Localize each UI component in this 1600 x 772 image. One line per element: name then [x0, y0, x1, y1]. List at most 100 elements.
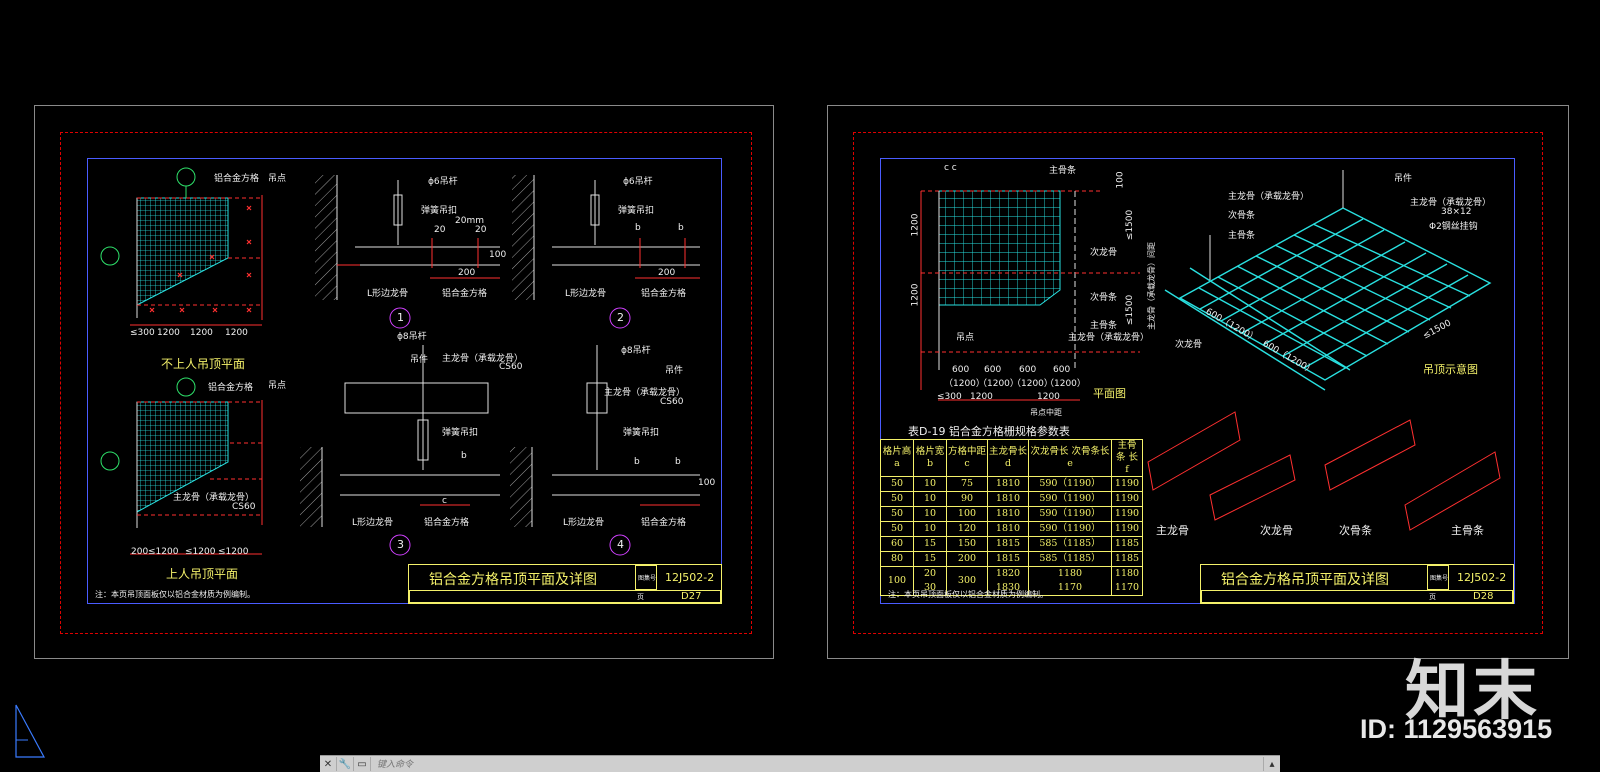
label-spring-clip-3: 弹簧吊扣 — [442, 428, 479, 438]
left-sheet-print-area — [60, 132, 752, 634]
right-title: 铝合金方格吊顶平面及详图 — [1221, 572, 1389, 588]
label-spring-clip-4: 弹簧吊扣 — [623, 428, 660, 438]
label-grid-3: 铝合金方格 — [424, 518, 470, 528]
label-secondary-strip-iso: 次骨条 — [1228, 211, 1256, 221]
dim-1200p-d: （1200） — [1045, 379, 1086, 389]
detail-number-3: 3 — [397, 538, 404, 551]
label-main-keel-3: 主龙骨（承载龙骨） — [442, 354, 524, 364]
dim-1500-b: ≤1500 — [1125, 294, 1136, 326]
dim-le1200-b: ≤1200 — [185, 547, 216, 557]
label-main-keel-plan2: 主龙骨（承载龙骨） — [173, 493, 255, 503]
left-note: 注：本页吊顶面板仅以铝合金材质为例编制。 — [95, 590, 255, 599]
command-bar: ✕ 🔧 ▭ ▴ — [320, 755, 1280, 772]
dim-c-3: c — [442, 496, 447, 506]
label-main-keel-spacing: 主龙骨（承载龙骨）间距 — [1147, 242, 1156, 330]
label-steel-wire: Φ2钢丝挂钩 — [1429, 222, 1478, 232]
label-main-strip: 主骨条 — [1049, 166, 1077, 176]
left-sheet-frame — [34, 105, 774, 659]
label-hanger-iso: 吊件 — [1394, 174, 1413, 184]
command-history-icon[interactable]: ▭ — [354, 757, 371, 771]
dim-1200-c: 1200 — [225, 328, 248, 338]
spec-table-cell: 150 — [946, 536, 988, 552]
dim-1200p-c: （1200） — [1012, 379, 1053, 389]
wrench-icon[interactable]: 🔧 — [337, 757, 354, 771]
label-main-strip-2: 主骨条 — [1090, 321, 1118, 331]
spec-table-cell: 585（1185） — [1028, 551, 1112, 567]
spec-table-cell: 15 — [913, 551, 947, 567]
label-sub-keel-iso: 次龙骨 — [1175, 340, 1203, 350]
detail-number-1: 1 — [397, 311, 404, 324]
right-atlas-no: 12J502-2 — [1457, 571, 1507, 584]
watermark-id: ID: 1129563915 — [1360, 714, 1553, 744]
spec-header-b: 格片宽 b — [913, 439, 947, 477]
label-l-edge-3: L形边龙骨 — [352, 518, 394, 528]
spec-table-cell: 100 — [880, 566, 914, 596]
dim-20mm: 20mm — [455, 216, 484, 226]
close-icon[interactable]: ✕ — [320, 757, 337, 771]
spec-table: 格片高 a 格片宽 b 方格中距 c 主龙骨长 d 次龙骨长 次骨条长 e 主骨… — [880, 439, 1143, 596]
spec-table-cell: 1815 — [987, 536, 1029, 552]
dim-200-2: 200 — [658, 268, 676, 278]
spec-table-cell: 75 — [946, 476, 988, 492]
label-spring-clip-1: 弹簧吊扣 — [421, 206, 458, 216]
crosshair-icon — [15, 704, 46, 758]
detail-number-4: 4 — [617, 538, 624, 551]
spec-table-cell: 200 — [946, 551, 988, 567]
spec-table-cell: 1190 — [1111, 491, 1143, 507]
dim-1200-right-b: 1200 — [910, 283, 921, 307]
plan-view-label: 平面图 — [1093, 387, 1126, 400]
label-main-keel-4: 主龙骨（承载龙骨） — [604, 388, 686, 398]
spec-table-cell: 20 30 — [913, 566, 947, 596]
spec-table-cell: 1190 — [1111, 506, 1143, 522]
spec-table-cell: 15 — [913, 536, 947, 552]
label-phi8-3: ϕ8吊杆 — [397, 332, 427, 342]
chevron-up-icon[interactable]: ▴ — [1263, 757, 1280, 771]
plan-accessible — [100, 377, 263, 555]
label-grid-2: 铝合金方格 — [641, 289, 687, 299]
part-label-secondary-strip: 次骨条 — [1339, 524, 1372, 537]
command-input[interactable] — [371, 756, 1263, 772]
iso-view-label: 吊顶示意图 — [1423, 363, 1478, 376]
dim-200: 200 — [131, 547, 149, 557]
hanger-rods — [1209, 170, 1344, 280]
left-page-no: D27 — [681, 591, 702, 602]
left-title: 铝合金方格吊顶平面及详图 — [429, 572, 597, 588]
spec-table-cell: 590（1190） — [1028, 476, 1112, 492]
dim-b-3: b — [461, 451, 467, 461]
label-phi8-4: ϕ8吊杆 — [621, 346, 651, 356]
label-l-edge-2: L形边龙骨 — [565, 289, 607, 299]
isometric-grid — [1164, 207, 1492, 391]
spec-table-cell: 90 — [946, 491, 988, 507]
spec-header-c: 方格中距 c — [946, 439, 988, 477]
right-sheet-frame — [827, 105, 1569, 659]
label-hanger-4: 吊件 — [665, 366, 684, 376]
label-main-keel-iso: 主龙骨（承载龙骨） — [1228, 192, 1310, 202]
spec-table-cell: 80 — [880, 551, 914, 567]
spec-table-cell: 10 — [913, 506, 947, 522]
spec-table-cell: 1810 — [987, 476, 1029, 492]
spec-table-cell: 590（1190） — [1028, 521, 1112, 537]
spec-table-cell: 50 — [880, 476, 914, 492]
dim-le300-1: ≤300 — [130, 328, 155, 338]
plan1-label: 不上人吊顶平面 — [161, 357, 246, 371]
spec-table-cell: 50 — [880, 521, 914, 537]
dim-1200-right-a: 1200 — [910, 213, 921, 237]
dim-1200-b: 1200 — [190, 328, 213, 338]
right-plan-grid — [920, 190, 1140, 401]
label-main-strip-iso: 主骨条 — [1228, 231, 1256, 241]
label-cs60-plan2: CS60 — [232, 502, 256, 512]
spec-table-cell: 50 — [880, 491, 914, 507]
dim-b-4b: b — [675, 457, 681, 467]
plan-non-accessible — [100, 167, 263, 326]
right-drawing-border — [880, 158, 1515, 604]
spec-table-cell: 10 — [913, 476, 947, 492]
dim-le300-right: ≤300 — [937, 392, 962, 402]
label-l-edge-4: L形边龙骨 — [563, 518, 605, 528]
dim-1200p-b: （1200） — [978, 379, 1019, 389]
part-sketches — [1147, 411, 1501, 531]
